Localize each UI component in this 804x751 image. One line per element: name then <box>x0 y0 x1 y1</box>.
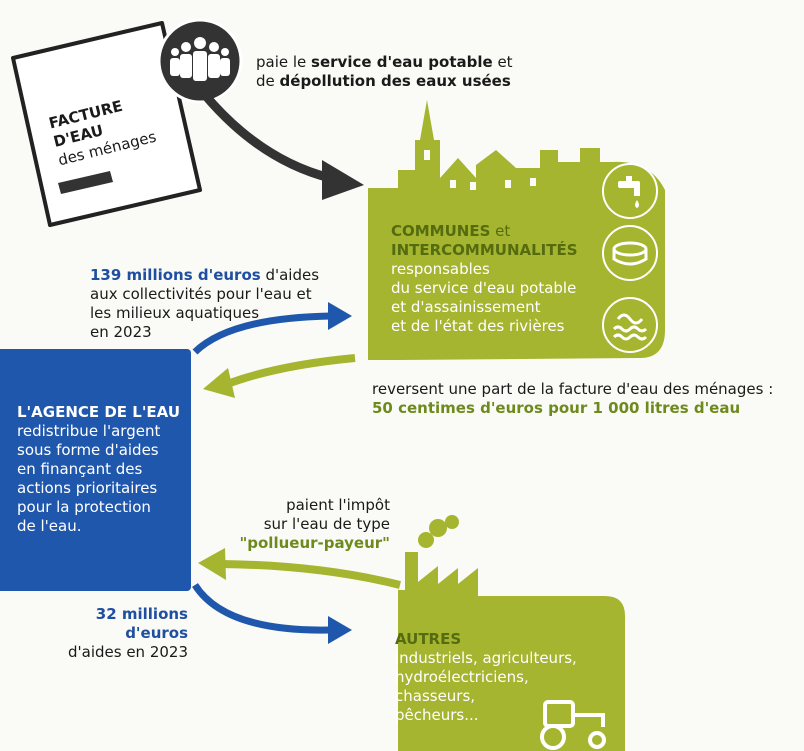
tap-icon <box>602 163 658 219</box>
tax-text: paient l'impôt sur l'eau de type "pollue… <box>230 496 390 553</box>
olive-arrow-bottom <box>219 560 401 589</box>
aid-collectivities-line3: les milieux aquatiques <box>90 304 260 322</box>
others-line4: pêcheurs... <box>395 706 479 724</box>
tax-line1: paient l'impôt <box>286 496 390 514</box>
invoice-document <box>11 21 202 227</box>
reversal-line2: 50 centimes d'euros pour 1 000 litres d'… <box>372 399 741 417</box>
reversal-text: reversent une part de la facture d'eau d… <box>372 380 773 418</box>
agency-box: L'AGENCE DE L'EAU redistribue l'argent s… <box>0 349 191 591</box>
aid-others-text: 32 millions d'euros d'aides en 2023 <box>28 605 188 662</box>
aid-others-amount: 32 millions d'euros <box>95 605 188 642</box>
agency-line1: redistribue l'argent <box>17 422 161 440</box>
communes-text: COMMUNES et INTERCOMMUNALITÉS responsabl… <box>391 222 578 336</box>
agency-line2: sous forme d'aides <box>17 441 159 459</box>
agency-line5: pour la protection <box>17 498 151 516</box>
others-line3: chasseurs, <box>395 687 476 705</box>
tax-line3: "pollueur-payeur" <box>239 534 390 552</box>
communes-line2: du service d'eau potable <box>391 279 577 297</box>
sewage-icon <box>602 225 658 281</box>
river-icon <box>602 297 658 353</box>
communes-line3: et d'assainissement <box>391 298 541 316</box>
communes-title2: INTERCOMMUNALITÉS <box>391 241 578 259</box>
households-line2-prefix: de <box>256 72 280 90</box>
households-bold1: service d'eau potable <box>311 53 493 71</box>
households-icon <box>157 18 243 104</box>
households-bold2: dépollution des eaux usées <box>279 72 511 90</box>
agency-title: L'AGENCE DE L'EAU <box>17 403 180 421</box>
agency-line6: de l'eau. <box>17 517 82 535</box>
communes-title1-suffix: et <box>490 222 511 240</box>
households-text: paie le service d'eau potable et de dépo… <box>256 53 513 91</box>
olive-arrow-top <box>228 354 356 387</box>
households-mid: et <box>492 53 513 71</box>
others-title: AUTRES <box>395 630 462 648</box>
communes-line4: et de l'état des rivières <box>391 317 565 335</box>
invoice-bar <box>58 171 113 194</box>
communes-line1: responsables <box>391 260 490 278</box>
agency-line3: en finançant des <box>17 460 143 478</box>
tractor-icon <box>540 700 606 750</box>
others-text: AUTRES industriels, agriculteurs, hydroé… <box>395 630 577 725</box>
aid-collectivities-amount: 139 millions d'euros <box>90 266 261 284</box>
communes-title1: COMMUNES <box>391 222 491 240</box>
aid-collectivities-text: 139 millions d'euros d'aides aux collect… <box>90 266 319 342</box>
others-line1: industriels, agriculteurs, <box>395 649 577 667</box>
others-line2: hydroélectriciens, <box>395 668 529 686</box>
households-prefix: paie le <box>256 53 312 71</box>
navy-arrow-top <box>192 312 331 355</box>
black-arrow <box>201 92 332 183</box>
aid-collectivities-line2: aux collectivités pour l'eau et <box>90 285 312 303</box>
reversal-line1: reversent une part de la facture d'eau d… <box>372 380 774 398</box>
tax-line2: sur l'eau de type <box>263 515 390 533</box>
agency-line4: actions prioritaires <box>17 479 158 497</box>
navy-arrow-bottom <box>192 583 331 634</box>
aid-collectivities-line4: en 2023 <box>90 323 152 341</box>
aid-others-line2: d'aides en 2023 <box>67 643 188 661</box>
aid-collectivities-rest: d'aides <box>260 266 320 284</box>
